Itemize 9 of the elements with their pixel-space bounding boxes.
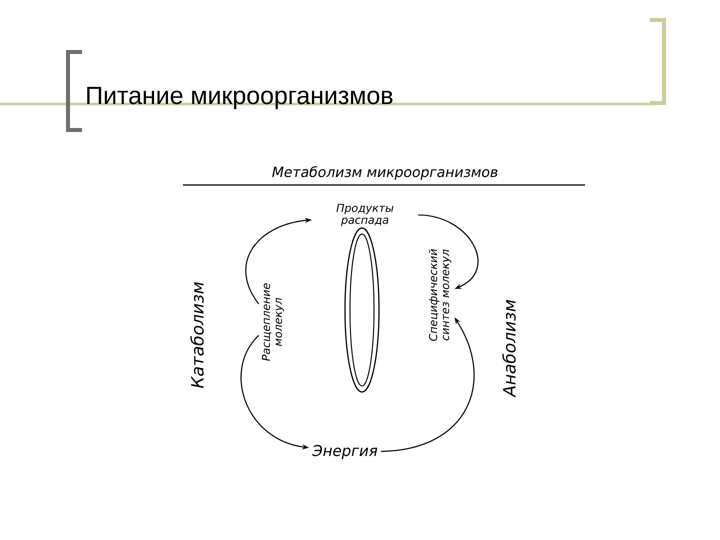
node-text: Расщепление молекул	[262, 283, 284, 361]
side-label: Катаболизм	[190, 282, 204, 388]
arrow	[418, 214, 478, 289]
node-text: Специфический синтез молекул	[428, 249, 452, 341]
slide-title: Питание микроорганизмов	[87, 86, 392, 110]
diagram-heading: Метаболизм микроорганизмов	[272, 166, 498, 180]
side-label: Анаболизм	[502, 300, 516, 398]
node-text: Продукты распада	[336, 204, 394, 226]
node-text: Энергия	[312, 444, 378, 460]
